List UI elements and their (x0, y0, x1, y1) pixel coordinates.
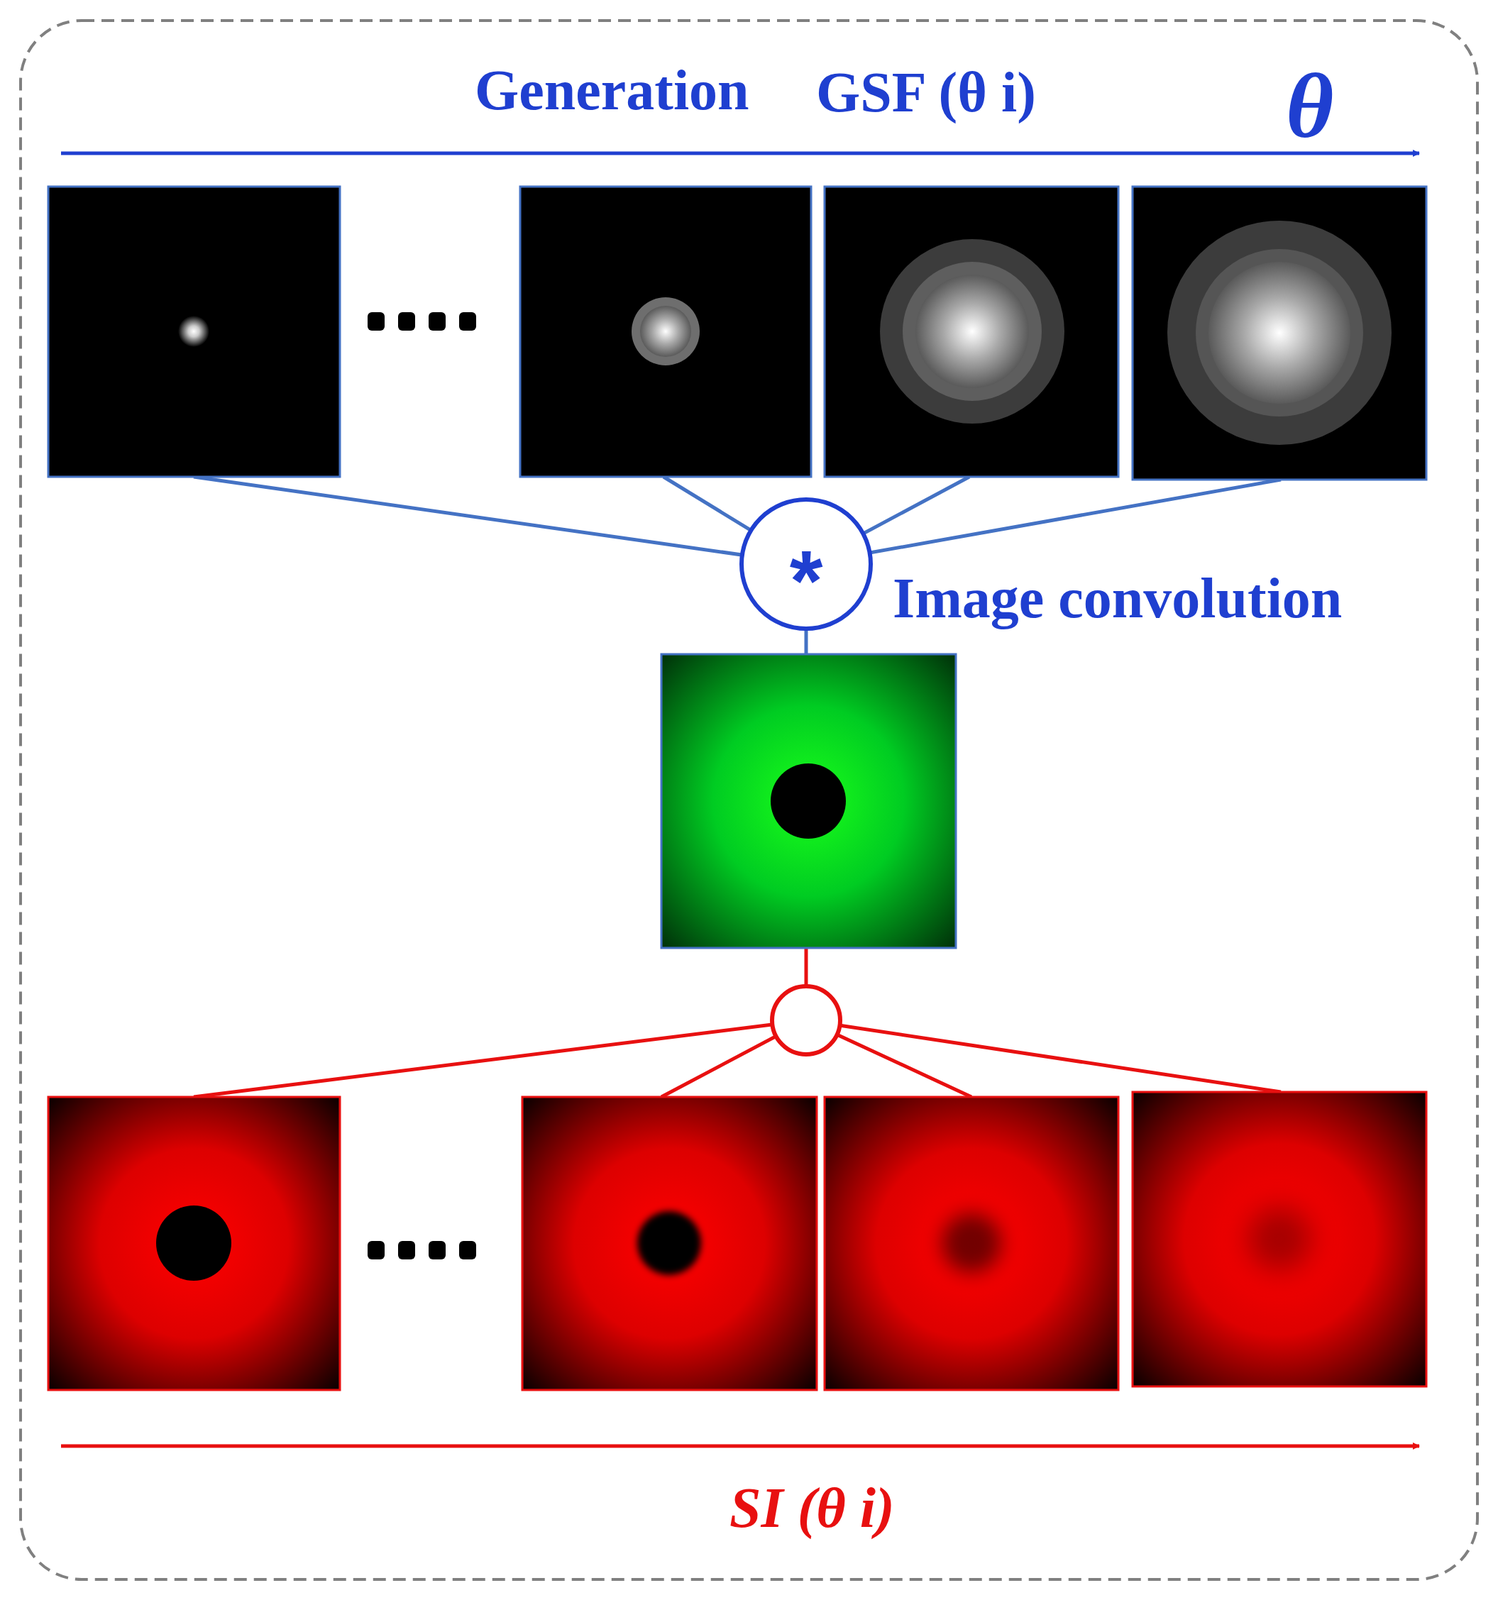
operation-label-text: Image convolution (892, 566, 1342, 630)
merge-circle (772, 986, 841, 1055)
dashed-frame (20, 20, 1478, 1580)
theta-axis (61, 151, 1420, 156)
wiring (193, 948, 1281, 1098)
theta-axis (61, 1444, 1420, 1449)
stage-title-text: Generation (474, 58, 750, 122)
gsf-image (1132, 186, 1427, 480)
axis-title-text: SI (θ i) (729, 1476, 895, 1540)
convolution-operator: * (739, 497, 873, 631)
ellipsis (367, 312, 477, 331)
source-image (661, 654, 956, 949)
axis-title-text: GSF (θ i) (816, 61, 1037, 124)
simulated-image (824, 1097, 1119, 1391)
gsf-image (520, 186, 812, 477)
axis-title: GSF (θ i) (816, 59, 1037, 125)
simulated-image (522, 1097, 817, 1391)
axis-symbol: θ (1285, 53, 1334, 160)
ellipsis (367, 1241, 477, 1260)
axis-title: SI (θ i) (729, 1475, 895, 1541)
gsf-image (48, 186, 340, 477)
operation-label: Image convolution (892, 565, 1342, 631)
gsf-image (824, 186, 1119, 477)
stage-title: Generation (474, 57, 750, 123)
simulated-image (48, 1097, 340, 1391)
operator-symbol: * (789, 505, 824, 624)
simulated-image (1132, 1092, 1427, 1387)
axis-symbol-text: θ (1285, 54, 1334, 157)
